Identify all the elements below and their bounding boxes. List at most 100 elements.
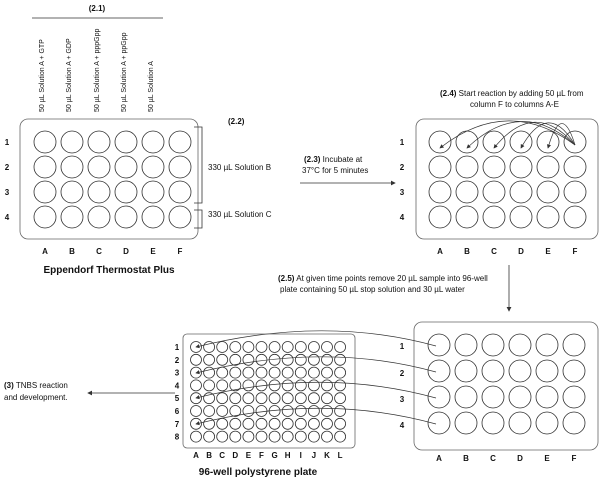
step-2-5-line1: (2.5) At given time points remove 20 µL … [278,274,488,283]
row-label: 5 [175,394,180,403]
well [334,405,347,417]
solution-c-bracket [194,209,203,229]
col-label: C [491,247,497,256]
col-label: E [150,247,156,256]
well [203,405,216,417]
transfer-arc [439,120,576,149]
incubated-plate-frame [415,118,599,240]
well [321,341,333,353]
well [60,180,84,204]
sample-curve [195,356,437,375]
row-label: 4 [5,213,10,222]
well [229,405,242,417]
well [428,205,452,229]
well [255,417,268,430]
well [87,155,111,179]
well [294,366,307,379]
well [294,353,307,366]
well [509,130,533,154]
well [307,430,320,443]
well [190,417,202,430]
well [268,341,281,353]
well [563,205,587,229]
well [454,359,478,383]
well [454,411,478,435]
well [321,417,333,430]
row-label: 3 [175,369,180,378]
well [307,405,320,417]
well [114,180,138,204]
col-label: B [464,247,470,256]
well [203,353,216,366]
well [255,366,268,379]
column-label: 50 µL Solution A + pppGpp [94,29,101,112]
well [535,333,559,357]
well [242,353,255,366]
column-label: 50 µL Solution A + ppGpp [121,32,128,112]
well [455,155,479,179]
col-label: E [544,454,550,463]
well [203,379,216,392]
well [216,379,229,392]
well [281,379,294,392]
well [87,180,111,204]
col-label: D [123,247,129,256]
step-2-3-line1: (2.3) Incubate at [304,155,363,164]
well [268,366,281,379]
well [203,417,216,430]
well [536,180,560,204]
row-label: 2 [400,369,405,378]
well [562,359,586,383]
well [141,130,165,154]
col-label: B [463,454,469,463]
sample-curve [195,407,437,426]
well [334,353,347,366]
well [190,366,202,379]
well [268,392,281,405]
well [428,180,452,204]
column-label: 50 µL Solution A + GTP [39,39,46,112]
col-label: D [518,247,524,256]
well [229,379,242,392]
well [255,392,268,405]
well [482,130,506,154]
well [427,411,451,435]
well [427,359,451,383]
row-label: 2 [175,356,180,365]
well [268,379,281,392]
well [334,392,347,405]
transfer-arcs [439,120,576,149]
well [536,130,560,154]
well [294,417,307,430]
well [281,417,294,430]
well [334,417,347,430]
sample-curve [195,381,437,400]
well [203,430,216,443]
well [114,155,138,179]
well [216,366,229,379]
well [229,366,242,379]
well [481,385,505,409]
sampling-plate-frame [413,321,599,451]
well [255,341,268,353]
well [203,366,216,379]
well [455,205,479,229]
well [203,392,216,405]
well [229,353,242,366]
well [216,430,229,443]
well [60,130,84,154]
well [563,180,587,204]
col-label: F [178,247,183,256]
col-label: D [232,451,238,460]
well [190,405,202,417]
sample-curve [195,330,437,349]
col-label: C [219,451,225,460]
row-label: 1 [400,138,405,147]
well [60,155,84,179]
well [535,359,559,383]
well [508,333,532,357]
well [216,392,229,405]
row-label: 1 [175,343,180,352]
well [307,392,320,405]
